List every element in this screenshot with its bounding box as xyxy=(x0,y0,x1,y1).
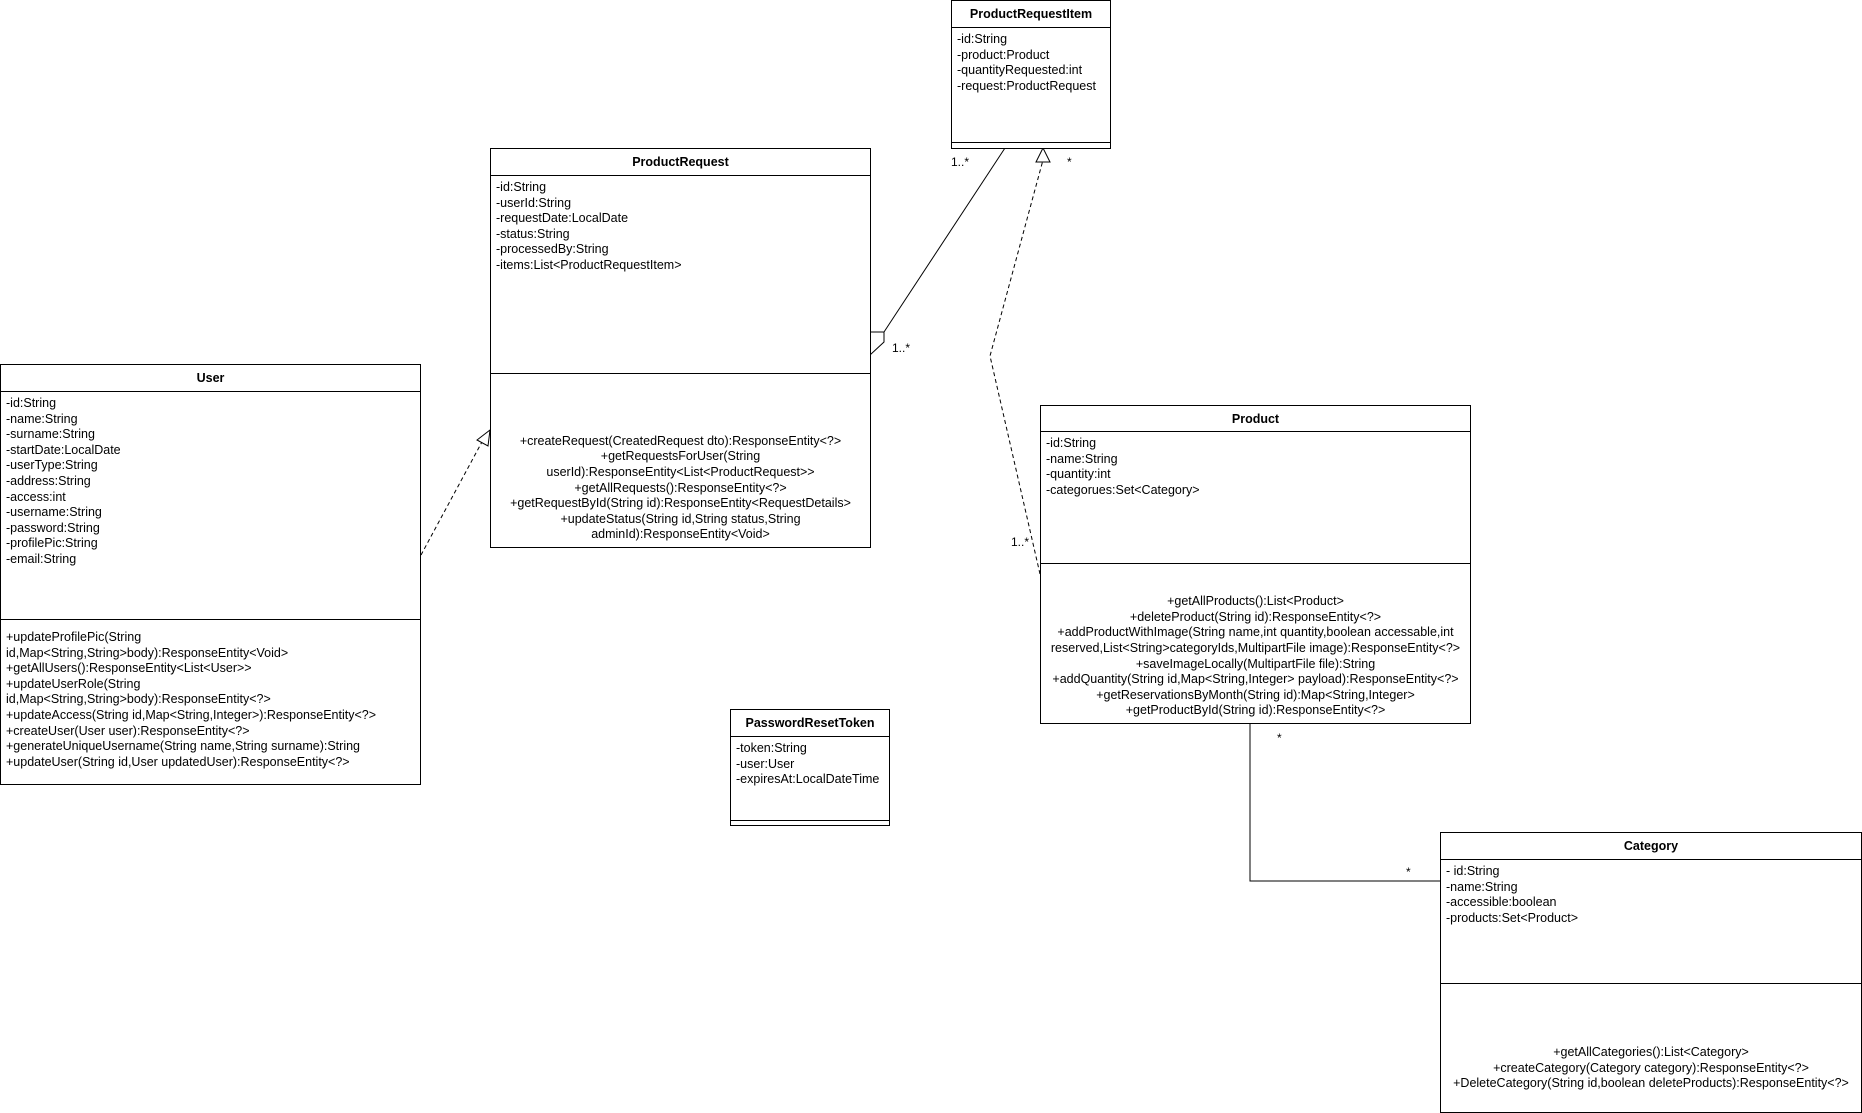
attribute: -email:String xyxy=(6,551,77,566)
attribute: -surname:String xyxy=(6,427,95,442)
method: userId):ResponseEntity<List<ProductReque… xyxy=(546,465,815,480)
realization-triangle-icon xyxy=(1035,146,1051,163)
class-productrequest[interactable]: ProductRequest -id:String-userId:String-… xyxy=(490,148,871,548)
method: +getAllRequests():ResponseEntity<?> xyxy=(574,480,787,495)
attribute: -categorues:Set<Category> xyxy=(1046,482,1200,497)
attributes-section: -id:String-name:String-quantity:int-cate… xyxy=(1041,432,1470,564)
methods-section: +getAllCategories():List<Category>+creat… xyxy=(1441,984,1861,1112)
class-name: ProductRequest xyxy=(491,149,870,176)
attributes-section: - id:String-name:String-accessible:boole… xyxy=(1441,860,1861,984)
method: +addProductWithImage(String name,int qua… xyxy=(1057,625,1454,640)
method: id,Map<String,String>body):ResponseEntit… xyxy=(6,692,271,707)
attribute: -access:int xyxy=(6,489,66,504)
attribute: - id:String xyxy=(1446,864,1500,878)
association-line-product-category xyxy=(1249,723,1440,882)
class-name: User xyxy=(1,365,420,392)
attributes-section: -id:String-userId:String-requestDate:Loc… xyxy=(491,176,870,374)
method: +getReservationsByMonth(String id):Map<S… xyxy=(1096,687,1415,702)
attribute: -request:ProductRequest xyxy=(957,78,1096,93)
attribute: -name:String xyxy=(1046,451,1118,466)
method: +updateUser(String id,User updatedUser):… xyxy=(6,754,350,769)
multiplicity-label: 1..* xyxy=(1011,535,1030,549)
method: +saveImageLocally(MultipartFile file):St… xyxy=(1135,656,1376,671)
multiplicity-label: * xyxy=(1406,865,1411,879)
method: +updateAccess(String id,Map<String,Integ… xyxy=(6,707,377,722)
attributes-section: -id:String-name:String-surname:String-st… xyxy=(1,392,420,620)
methods-section xyxy=(731,821,889,827)
attribute: -processedBy:String xyxy=(496,242,609,257)
method: +DeleteCategory(String id,boolean delete… xyxy=(1453,1076,1849,1091)
multiplicity-label: 1..* xyxy=(951,155,970,169)
method: +getRequestsForUser(String xyxy=(600,449,761,464)
method: id,Map<String,String>body):ResponseEntit… xyxy=(6,645,289,660)
method: adminId):ResponseEntity<Void> xyxy=(591,527,770,542)
attribute: -profilePic:String xyxy=(6,536,98,551)
method: +deleteProduct(String id):ResponseEntity… xyxy=(1129,609,1382,624)
attribute: -products:Set<Product> xyxy=(1446,910,1579,925)
class-user[interactable]: User -id:String-name:String-surname:Stri… xyxy=(0,364,421,785)
attribute: -userType:String xyxy=(6,458,98,473)
method: +createRequest(CreatedRequest dto):Respo… xyxy=(519,433,842,448)
attribute: -product:Product xyxy=(957,47,1050,62)
attribute: -expiresAt:LocalDateTime xyxy=(736,772,880,787)
class-passwordresettoken[interactable]: PasswordResetToken -token:String-user:Us… xyxy=(730,709,890,826)
attribute: -username:String xyxy=(6,505,102,520)
realization-triangle-icon xyxy=(476,428,491,447)
method: +getProductById(String id):ResponseEntit… xyxy=(1125,703,1386,718)
method: +generateUniqueUsername(String name,Stri… xyxy=(6,739,360,754)
attribute: -password:String xyxy=(6,520,100,535)
attribute: -id:String xyxy=(957,32,1008,46)
method: reserved,List<String>categoryIds,Multipa… xyxy=(1050,641,1461,656)
attribute: -accessible:boolean xyxy=(1446,895,1557,910)
attribute: -name:String xyxy=(1446,879,1518,894)
methods-section: +getAllProducts():List<Product>+deletePr… xyxy=(1041,564,1470,723)
class-name: Product xyxy=(1041,406,1470,432)
method: +updateStatus(String id,String status,St… xyxy=(560,511,801,526)
method: +updateProfilePic(String xyxy=(6,630,142,644)
attribute: -requestDate:LocalDate xyxy=(496,211,629,226)
methods-section: +createRequest(CreatedRequest dto):Respo… xyxy=(491,374,870,547)
multiplicity-label: 1..* xyxy=(892,341,911,355)
attribute: -userId:String xyxy=(496,195,572,210)
multiplicity-label: * xyxy=(1277,731,1282,745)
attribute: -user:User xyxy=(736,756,795,771)
attribute: -status:String xyxy=(496,226,570,241)
attribute: -startDate:LocalDate xyxy=(6,442,121,457)
realization-line-product-item xyxy=(989,159,1044,575)
method: +createUser(User user):ResponseEntity<?> xyxy=(6,723,250,738)
attributes-section: -token:String-user:User-expiresAt:LocalD… xyxy=(731,737,889,821)
attribute: -quantity:int xyxy=(1046,467,1111,482)
method: +createCategory(Category category):Respo… xyxy=(1493,1060,1809,1075)
aggregation-line xyxy=(883,147,1006,333)
realization-line-user-request xyxy=(420,439,484,556)
attribute: -address:String xyxy=(6,473,91,488)
attribute: -id:String xyxy=(6,396,57,410)
method: +addQuantity(String id,Map<String,Intege… xyxy=(1052,672,1459,687)
method: +getRequestById(String id):ResponseEntit… xyxy=(510,496,851,511)
method: +getAllProducts():List<Product> xyxy=(1167,594,1344,609)
attribute: -quantityRequested:int xyxy=(957,63,1083,78)
multiplicity-label: * xyxy=(1067,155,1072,169)
class-product[interactable]: Product -id:String-name:String-quantity:… xyxy=(1040,405,1471,724)
attribute: -items:List<ProductRequestItem> xyxy=(496,257,682,272)
method: +getAllUsers():ResponseEntity<List<User>… xyxy=(6,661,252,676)
methods-section xyxy=(952,143,1110,149)
attribute: -token:String xyxy=(736,741,807,755)
attributes-section: -id:String-product:Product-quantityReque… xyxy=(952,28,1110,143)
class-category[interactable]: Category - id:String-name:String-accessi… xyxy=(1440,832,1862,1113)
aggregation-diamond-icon xyxy=(869,331,885,357)
class-name: ProductRequestItem xyxy=(952,1,1110,28)
attribute: -id:String xyxy=(1046,436,1097,450)
class-productrequestitem[interactable]: ProductRequestItem -id:String-product:Pr… xyxy=(951,0,1111,149)
class-name: PasswordResetToken xyxy=(731,710,889,737)
attribute: -name:String xyxy=(6,411,78,426)
attribute: -id:String xyxy=(496,180,547,194)
method: +getAllCategories():List<Category> xyxy=(1553,1045,1749,1060)
class-name: Category xyxy=(1441,833,1861,860)
method: +updateUserRole(String xyxy=(6,676,141,691)
